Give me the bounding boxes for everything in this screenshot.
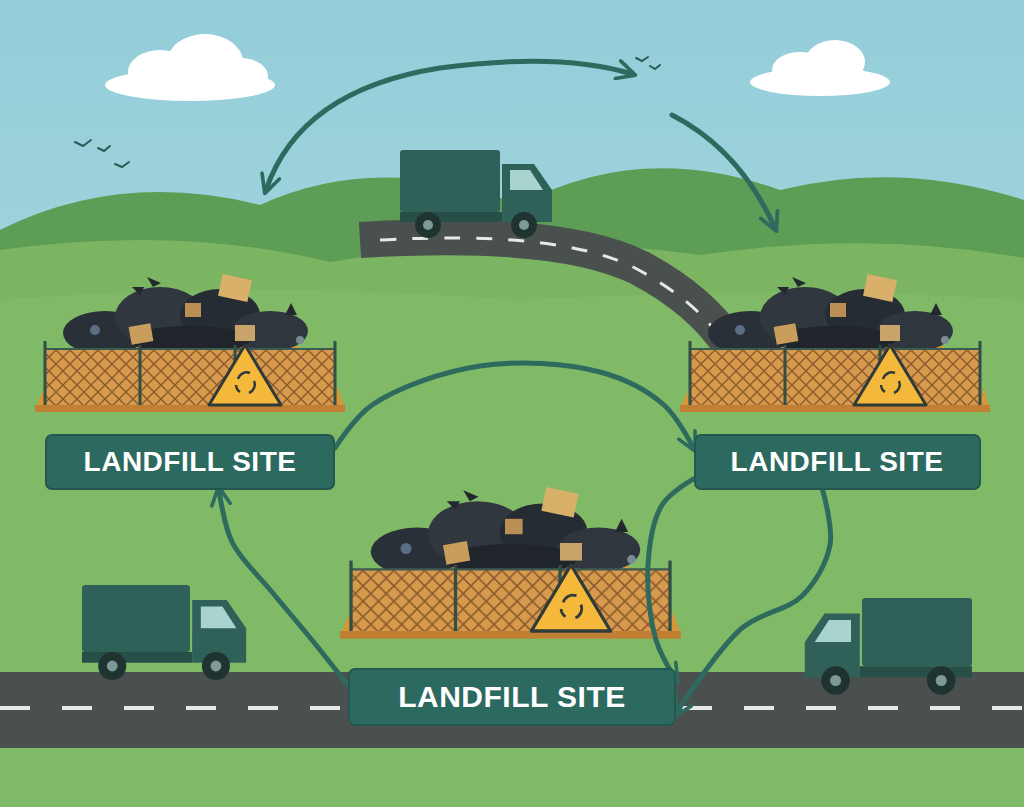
flow-arrow: [335, 363, 694, 448]
flow-arrow: [676, 490, 831, 713]
landfill-site-label: LANDFILL SITE: [694, 434, 981, 490]
landfill-site-label: LANDFILL SITE: [348, 668, 676, 726]
site-label-text: LANDFILL SITE: [731, 446, 944, 478]
flow-arrow: [219, 490, 348, 685]
landfill-site-label: LANDFILL SITE: [45, 434, 335, 490]
site-label-text: LANDFILL SITE: [398, 680, 626, 714]
site-label-text: LANDFILL SITE: [84, 446, 297, 478]
flow-arrow: [648, 479, 694, 680]
